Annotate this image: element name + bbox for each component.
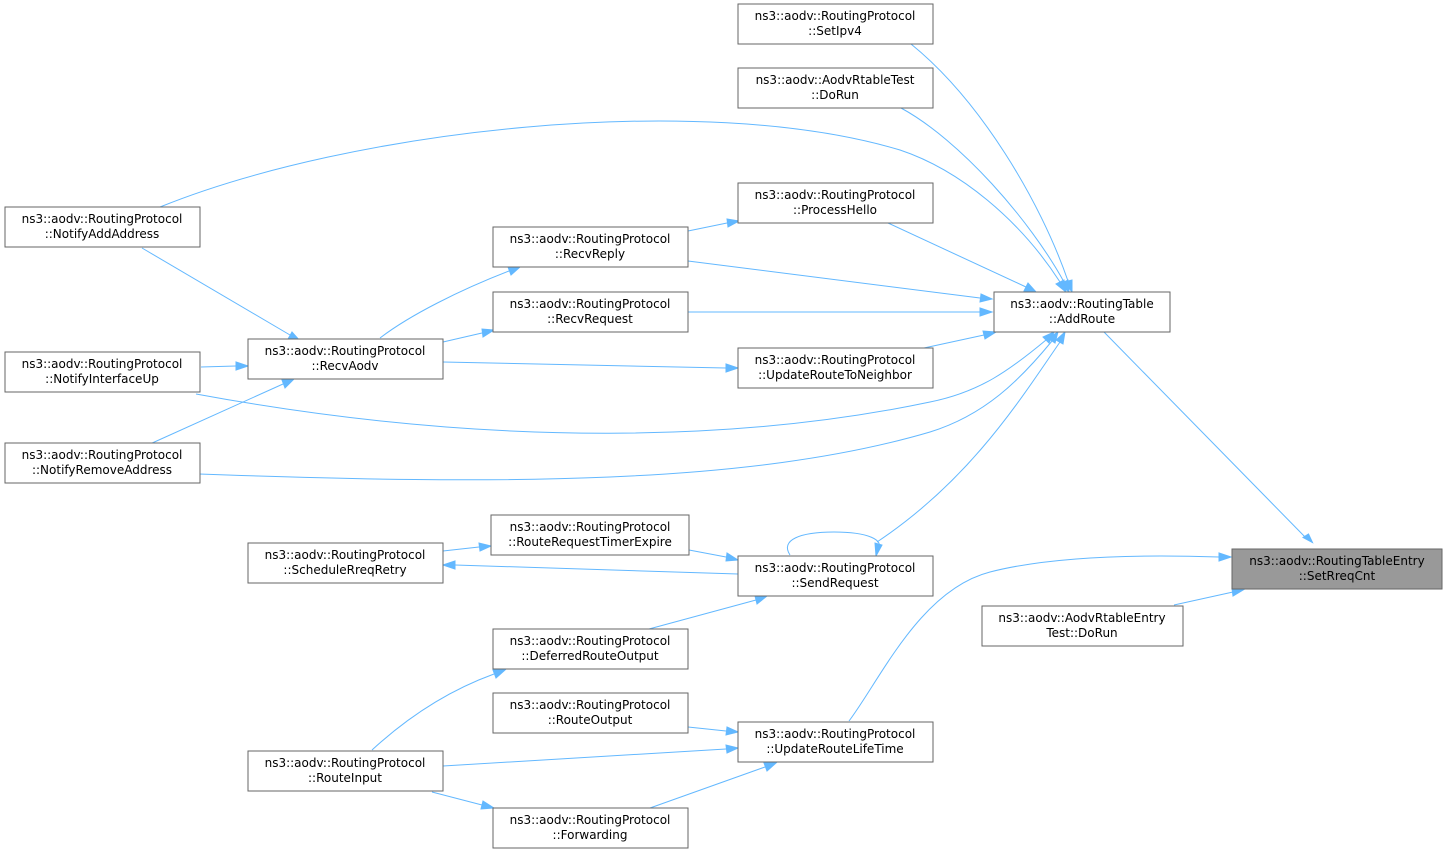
- node-label-line2: ::NotifyRemoveAddress: [32, 463, 172, 477]
- node-label-line2: ::SendRequest: [791, 576, 878, 590]
- edge-setreqcnt-addroute: [1103, 331, 1314, 544]
- node-routingprotocol-routeinput[interactable]: ns3::aodv::RoutingProtocol ::RouteInput: [247, 750, 444, 792]
- node-label-line1: ns3::aodv::RoutingProtocol: [265, 344, 426, 358]
- edge-routerequesttimerexpire-schedulerreqretry: [442, 542, 493, 552]
- edge-addroute-updateroutetoneighbor: [923, 330, 998, 349]
- node-label-line1: ns3::aodv::RoutingProtocol: [755, 727, 916, 741]
- node-label-line2: ::Forwarding: [553, 828, 628, 842]
- node-routingprotocol-processhello[interactable]: ns3::aodv::RoutingProtocol ::ProcessHell…: [737, 182, 934, 224]
- edge-updateroutelifetime-routeinput: [442, 744, 740, 767]
- node-label-line2: ::RecvAodv: [311, 359, 378, 373]
- node-label-line1: ns3::aodv::RoutingProtocol: [755, 9, 916, 23]
- edge-processhello-recvreply: [687, 218, 741, 232]
- node-label-line2: ::SetIpv4: [808, 24, 862, 38]
- edge-deferredrouteoutput-routeinput: [371, 669, 507, 751]
- node-label-line2: ::DeferredRouteOutput: [521, 649, 659, 663]
- node-label-line1: ns3::aodv::AodvRtableEntry: [998, 611, 1165, 625]
- node-label-line1: ns3::aodv::RoutingProtocol: [510, 813, 671, 827]
- node-routingprotocol-schedulerreqretry[interactable]: ns3::aodv::RoutingProtocol ::ScheduleRre…: [247, 542, 444, 584]
- edge-updateroutelifetime-forwarding: [649, 762, 778, 809]
- node-label-line1: ns3::aodv::RoutingProtocol: [22, 448, 183, 462]
- node-label-line1: ns3::aodv::AodvRtableTest: [756, 73, 915, 87]
- edge-setreqcnt-entrytest: [1173, 587, 1246, 606]
- nodes: ns3::aodv::RoutingTableEntry ::SetRreqCn…: [4, 3, 1443, 849]
- node-routingprotocol-routerequesttimerexpire[interactable]: ns3::aodv::RoutingProtocol ::RouteReques…: [490, 514, 690, 556]
- node-label-line2: ::AddRoute: [1049, 312, 1115, 326]
- node-label-line2: ::RecvReply: [555, 247, 625, 261]
- edge-setreqcnt-updateroutelifetime: [848, 552, 1233, 722]
- node-label-line2: ::ScheduleRreqRetry: [283, 563, 406, 577]
- edge-sendrequest-schedulerreqretry: [441, 560, 739, 575]
- node-label-line1: ns3::aodv::RoutingProtocol: [755, 188, 916, 202]
- node-routingprotocol-deferredrouteoutput[interactable]: ns3::aodv::RoutingProtocol ::DeferredRou…: [492, 628, 689, 670]
- edge-addroute-processhello: [887, 222, 1038, 293]
- node-label-line1: ns3::aodv::RoutingProtocol: [265, 548, 426, 562]
- edge-recvaodv-notifyinterfaceup: [200, 361, 250, 371]
- node-routingprotocol-updateroutetoneighbor[interactable]: ns3::aodv::RoutingProtocol ::UpdateRoute…: [737, 347, 934, 389]
- node-label-line2: ::RouteInput: [308, 771, 382, 785]
- node-label-line1: ns3::aodv::RoutingProtocol: [510, 634, 671, 648]
- node-label-line1: ns3::aodv::RoutingProtocol: [22, 212, 183, 226]
- edge-recvaodv-notifyaddaddress: [141, 247, 302, 342]
- node-routingprotocol-recvrequest[interactable]: ns3::aodv::RoutingProtocol ::RecvRequest: [492, 291, 689, 333]
- node-label-line2: ::SetRreqCnt: [1299, 569, 1376, 583]
- node-aodvrtabletest-dorun[interactable]: ns3::aodv::AodvRtableTest ::DoRun: [737, 67, 934, 109]
- node-label-line1: ns3::aodv::RoutingProtocol: [510, 297, 671, 311]
- node-routingprotocol-forwarding[interactable]: ns3::aodv::RoutingProtocol ::Forwarding: [492, 807, 689, 849]
- node-routingprotocol-recvaodv[interactable]: ns3::aodv::RoutingProtocol ::RecvAodv: [247, 338, 444, 380]
- node-label-line2: ::DoRun: [811, 88, 859, 102]
- node-label-line1: ns3::aodv::RoutingProtocol: [22, 357, 183, 371]
- node-label-line2: ::RecvRequest: [547, 312, 633, 326]
- node-label-line2: ::ProcessHello: [793, 203, 877, 217]
- edge-forwarding-routeinput: [431, 791, 496, 810]
- edge-addroute-recvreply: [687, 260, 994, 303]
- node-label-line2: ::RouteRequestTimerExpire: [508, 535, 672, 549]
- edge-updateroutelifetime-routeoutput: [687, 726, 740, 736]
- node-routingprotocol-routeoutput[interactable]: ns3::aodv::RoutingProtocol ::RouteOutput: [492, 692, 689, 734]
- edge-addroute-notifyaddaddress: [159, 120, 1067, 294]
- node-routingprotocol-notifyinterfaceup[interactable]: ns3::aodv::RoutingProtocol ::NotifyInter…: [4, 351, 201, 393]
- node-label-line1: ns3::aodv::RoutingProtocol: [510, 520, 671, 534]
- node-label-line1: ns3::aodv::RoutingProtocol: [755, 561, 916, 575]
- node-label-line1: ns3::aodv::RoutingProtocol: [510, 232, 671, 246]
- edge-updateroutetoneighbor-recvaodv: [442, 361, 740, 373]
- edge-sendrequest-routerequesttimerexpire: [688, 549, 740, 562]
- edges: [141, 43, 1314, 810]
- node-label-line2: ::UpdateRouteLifeTime: [766, 742, 903, 756]
- edge-sendrequest-deferredrouteoutput: [648, 595, 769, 630]
- node-label-line1: ns3::aodv::RoutingTableEntry: [1249, 554, 1424, 568]
- node-label-line2: Test::DoRun: [1045, 626, 1117, 640]
- node-routingprotocol-sendrequest[interactable]: ns3::aodv::RoutingProtocol ::SendRequest: [737, 555, 934, 597]
- node-routingtableentry-setrreqcnt[interactable]: ns3::aodv::RoutingTableEntry ::SetRreqCn…: [1231, 548, 1443, 590]
- edge-recvrequest-recvaodv: [442, 328, 496, 343]
- node-aodvrtableentrytest-dorun[interactable]: ns3::aodv::AodvRtableEntry Test::DoRun: [981, 605, 1184, 647]
- node-label-line1: ns3::aodv::RoutingProtocol: [755, 353, 916, 367]
- node-label-line1: ns3::aodv::RoutingProtocol: [510, 698, 671, 712]
- node-routingprotocol-notifyremoveaddress[interactable]: ns3::aodv::RoutingProtocol ::NotifyRemov…: [4, 442, 201, 484]
- node-label-line1: ns3::aodv::RoutingTable: [1010, 297, 1153, 311]
- node-routingprotocol-updateroutelifetime[interactable]: ns3::aodv::RoutingProtocol ::UpdateRoute…: [737, 721, 934, 763]
- node-label-line2: ::RouteOutput: [548, 713, 633, 727]
- edge-addroute-recvrequest: [688, 307, 994, 317]
- node-label-line1: ns3::aodv::RoutingProtocol: [265, 756, 426, 770]
- node-label-line2: ::UpdateRouteToNeighbor: [758, 368, 912, 382]
- edge-sendrequest-self: [787, 531, 883, 558]
- node-routingprotocol-setipv4[interactable]: ns3::aodv::RoutingProtocol ::SetIpv4: [737, 3, 934, 45]
- node-routingtable-addroute[interactable]: ns3::aodv::RoutingTable ::AddRoute: [993, 291, 1171, 333]
- node-routingprotocol-recvreply[interactable]: ns3::aodv::RoutingProtocol ::RecvReply: [492, 226, 689, 268]
- node-label-line2: ::NotifyAddAddress: [45, 227, 160, 241]
- node-label-line2: ::NotifyInterfaceUp: [45, 372, 159, 386]
- node-routingprotocol-notifyaddaddress[interactable]: ns3::aodv::RoutingProtocol ::NotifyAddAd…: [4, 206, 201, 248]
- edge-addroute-sendrequest: [876, 330, 1066, 543]
